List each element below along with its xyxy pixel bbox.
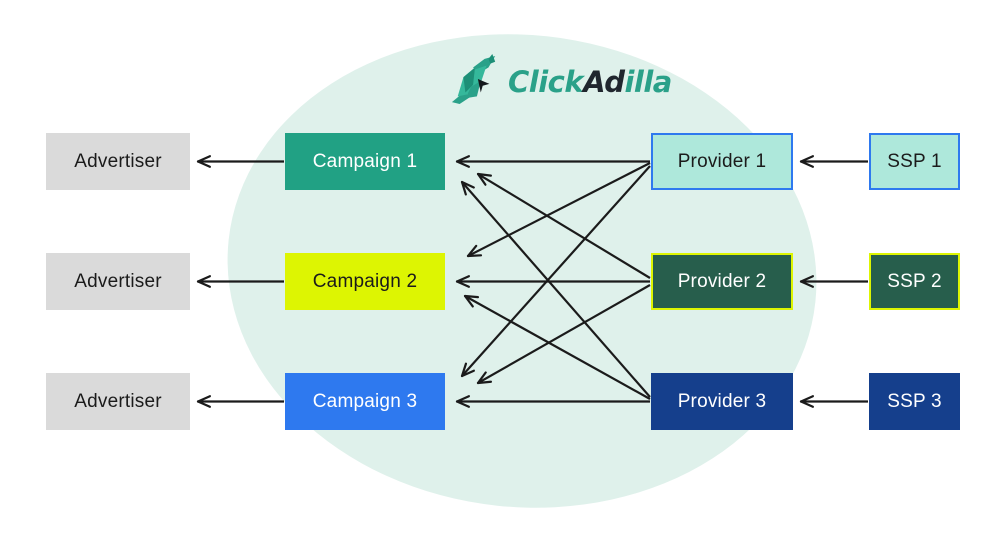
arrowhead-campaign-3-to-advertiser-3 [196,400,211,408]
ssp-3-box: SSP 3 [869,373,960,430]
campaign-1-box: Campaign 1 [285,133,445,190]
provider-1-label: Provider 1 [677,150,767,172]
arrowhead-campaign-1-to-advertiser-1 [196,160,211,168]
advertiser-3-box: Advertiser [46,373,190,430]
provider-3-box: Provider 3 [651,373,793,430]
advertiser-1-box: Advertiser [46,133,190,190]
arrowhead-campaign-2-to-advertiser-2 [196,280,211,288]
advertiser-1-label: Advertiser [74,150,162,172]
advertiser-2-box: Advertiser [46,253,190,310]
arrowhead-ssp-1-to-provider-1 [799,160,814,168]
provider-3-label: Provider 3 [677,390,767,412]
brand-wordmark: ClickAdilla [508,65,672,99]
provider-1-box: Provider 1 [651,133,793,190]
campaign-1-label: Campaign 1 [312,150,418,172]
campaign-3-label: Campaign 3 [312,390,418,412]
arrowhead-ssp-3-to-provider-3 [799,395,814,403]
brand-text-illa: illa [624,65,672,99]
ssp-3-label: SSP 3 [887,390,942,412]
arrowhead-campaign-2-to-advertiser-2 [196,275,211,283]
brand-text-ad: Ad [583,65,625,99]
campaign-2-box: Campaign 2 [285,253,445,310]
arrowhead-campaign-3-to-advertiser-3 [196,395,211,403]
arrowhead-campaign-1-to-advertiser-1 [196,155,211,163]
campaign-3-box: Campaign 3 [285,373,445,430]
advertiser-2-label: Advertiser [74,270,162,292]
provider-2-box: Provider 2 [651,253,793,310]
campaign-2-label: Campaign 2 [312,270,418,292]
brand-text-click: Click [508,65,584,99]
arrowhead-ssp-1-to-provider-1 [799,155,814,163]
provider-2-label: Provider 2 [677,270,767,292]
ssp-2-box: SSP 2 [869,253,960,310]
ssp-2-label: SSP 2 [887,270,942,292]
clickadilla-logo: ClickAdilla [450,53,672,111]
arrowhead-ssp-3-to-provider-3 [799,400,814,408]
ssp-1-box: SSP 1 [869,133,960,190]
ssp-1-label: SSP 1 [887,150,942,172]
advertiser-3-label: Advertiser [74,390,162,412]
armadillo-logo-icon [450,53,500,111]
